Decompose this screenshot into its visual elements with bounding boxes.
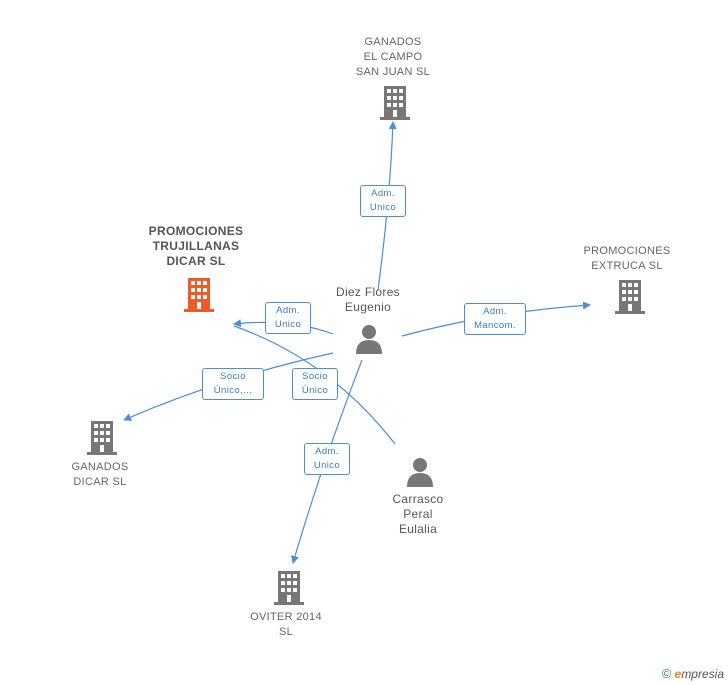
edge-label-adm-unico[interactable]: Adm. Unico: [304, 443, 350, 475]
edge-label-adm-unico[interactable]: Adm. Unico: [265, 302, 311, 334]
label-line: GANADOS: [71, 461, 129, 473]
building-icon[interactable]: [380, 86, 410, 125]
node-label-carrasco[interactable]: Carrasco Peral Eulalia: [368, 492, 468, 537]
edge-label-line: Unico: [274, 319, 302, 330]
label-line: SAN JUAN SL: [355, 66, 431, 78]
edge-label-line: Único: [301, 385, 329, 396]
node-label-promociones-trujillanas[interactable]: PROMOCIONES TRUJILLANAS DICAR SL: [141, 224, 251, 269]
label-line: Carrasco: [392, 492, 444, 506]
edge-label-line: Adm.: [371, 188, 395, 199]
edge-label-adm-unico[interactable]: Adm. Unico: [360, 185, 406, 217]
edge-label-line: Adm.: [315, 446, 339, 457]
node-label-ganados-dicar[interactable]: GANADOS DICAR SL: [50, 460, 150, 490]
brand-logo-letter: e: [674, 667, 682, 681]
node-label-ganados-el-campo[interactable]: GANADOS EL CAMPO SAN JUAN SL: [343, 35, 443, 80]
label-line: OVITER 2014: [250, 611, 322, 623]
label-line: Diez Flores: [336, 285, 400, 299]
node-label-oviter[interactable]: OVITER 2014 SL: [236, 610, 336, 640]
edge-label-socio-unico[interactable]: Socio Único: [292, 368, 338, 400]
label-line: EL CAMPO: [363, 51, 423, 63]
person-icon[interactable]: [355, 324, 383, 359]
label-line: Eugenio: [344, 300, 392, 314]
person-icon[interactable]: [406, 457, 434, 492]
building-icon[interactable]: [615, 280, 645, 319]
label-line: EXTRUCA SL: [591, 260, 663, 272]
label-line: GANADOS: [364, 36, 422, 48]
node-label-diez-flores[interactable]: Diez Flores Eugenio: [318, 285, 418, 315]
edge-label-line: Socio: [302, 371, 328, 382]
edge-label-line: Socio: [220, 371, 246, 382]
edge-label-adm-mancom[interactable]: Adm. Mancom.: [464, 303, 526, 335]
copyright-symbol: ©: [661, 666, 672, 681]
label-line: PROMOCIONES: [148, 224, 244, 238]
edge-label-line: Único,...: [213, 385, 253, 396]
label-line: Eulalia: [398, 522, 438, 536]
edge-label-line: Unico: [313, 460, 341, 471]
label-line: PROMOCIONES: [583, 245, 671, 257]
edge-label-line: Adm.: [483, 306, 507, 317]
label-line: TRUJILLANAS: [152, 239, 240, 253]
label-line: Peral: [403, 507, 433, 521]
node-label-promociones-extruca[interactable]: PROMOCIONES EXTRUCA SL: [577, 244, 677, 274]
edge-label-line: Unico: [369, 202, 397, 213]
edge-label-line: Adm.: [276, 305, 300, 316]
brand-name: mpresia: [681, 667, 724, 681]
footer-brand[interactable]: © empresia: [662, 666, 724, 681]
building-icon[interactable]: [274, 571, 304, 610]
building-icon[interactable]: [87, 421, 117, 460]
building-icon[interactable]: [184, 278, 214, 317]
edge-label-socio-unico[interactable]: Socio Único,...: [202, 368, 264, 400]
label-line: DICAR SL: [73, 476, 127, 488]
edge-label-line: Mancom.: [474, 320, 516, 331]
label-line: DICAR SL: [166, 254, 226, 268]
label-line: SL: [278, 626, 294, 638]
